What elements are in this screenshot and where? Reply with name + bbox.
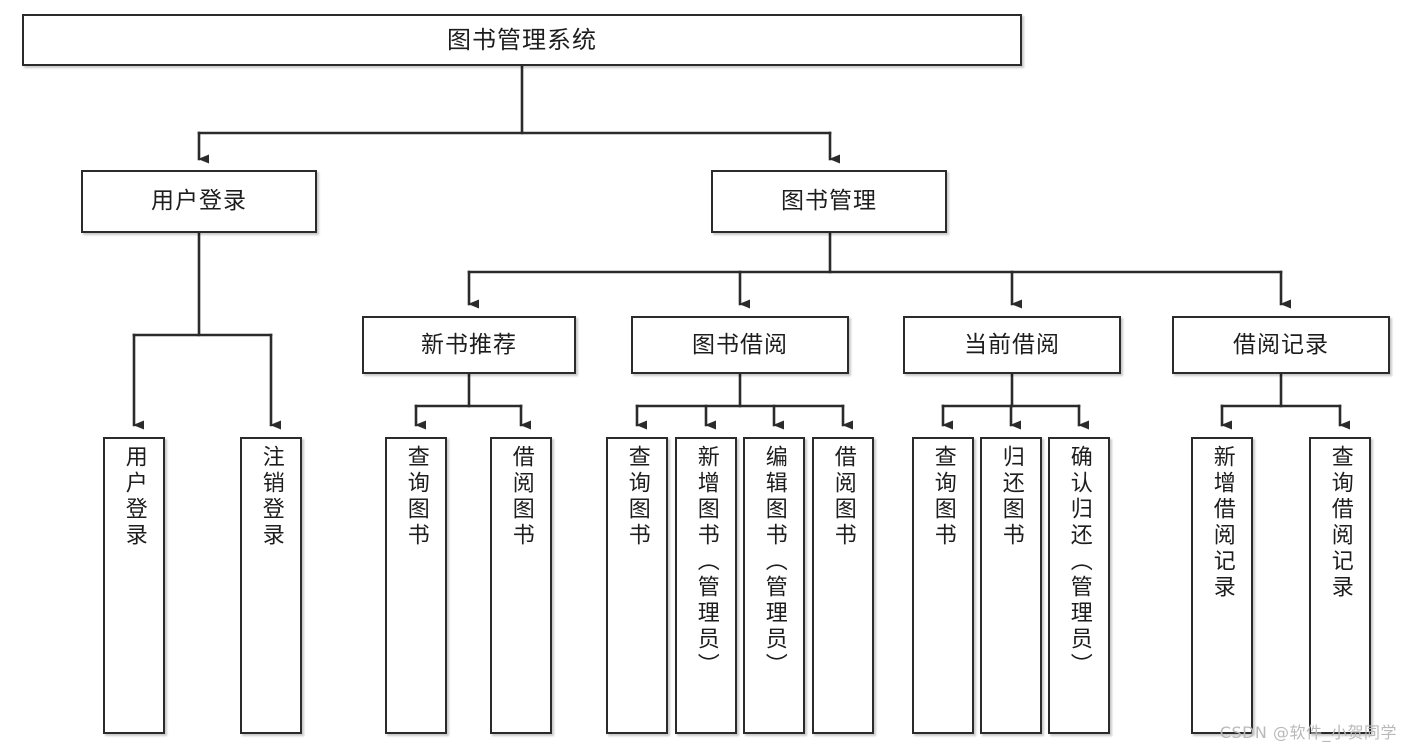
node-root[interactable]: 图书管理系统 [22, 14, 1022, 66]
node-current-borrow[interactable]: 当前借阅 [903, 316, 1121, 374]
node-leaf-return-book[interactable]: 归还图书 [980, 437, 1042, 734]
node-book-borrow[interactable]: 图书借阅 [631, 316, 849, 374]
node-leaf-confirm-return-label: 确认归还（管理员） [1066, 445, 1092, 679]
node-leaf-confirm-return[interactable]: 确认归还（管理员） [1048, 437, 1110, 734]
node-leaf-user-logout[interactable]: 注销登录 [240, 437, 302, 734]
node-leaf-return-book-label: 归还图书 [998, 445, 1024, 549]
node-user-login-label: 用户登录 [151, 188, 247, 215]
node-leaf-query-book-a[interactable]: 查询图书 [385, 437, 447, 734]
node-leaf-add-record[interactable]: 新增借阅记录 [1191, 437, 1253, 734]
node-leaf-user-login-label: 用户登录 [121, 445, 147, 549]
node-user-login[interactable]: 用户登录 [81, 170, 317, 233]
node-leaf-add-record-label: 新增借阅记录 [1209, 445, 1235, 601]
node-book-manage-label: 图书管理 [781, 188, 877, 215]
node-leaf-borrow-book-b[interactable]: 借阅图书 [812, 437, 874, 734]
node-leaf-borrow-book-a[interactable]: 借阅图书 [490, 437, 552, 734]
node-leaf-edit-book[interactable]: 编辑图书（管理员） [743, 437, 805, 734]
node-book-manage[interactable]: 图书管理 [711, 170, 947, 233]
node-leaf-query-book-b[interactable]: 查询图书 [606, 437, 668, 734]
node-root-label: 图书管理系统 [447, 26, 597, 54]
node-borrow-record[interactable]: 借阅记录 [1172, 316, 1390, 374]
node-leaf-query-record-label: 查询借阅记录 [1327, 445, 1353, 601]
node-leaf-borrow-book-a-label: 借阅图书 [508, 445, 534, 549]
node-book-borrow-label: 图书借阅 [692, 331, 788, 358]
node-leaf-edit-book-label: 编辑图书（管理员） [761, 445, 787, 679]
node-leaf-add-book[interactable]: 新增图书（管理员） [675, 437, 737, 734]
node-leaf-user-logout-label: 注销登录 [258, 445, 284, 549]
node-new-book-recommend-label: 新书推荐 [421, 331, 517, 358]
node-leaf-borrow-book-b-label: 借阅图书 [830, 445, 856, 549]
node-leaf-query-book-c-label: 查询图书 [930, 445, 956, 549]
node-leaf-user-login[interactable]: 用户登录 [103, 437, 165, 734]
node-borrow-record-label: 借阅记录 [1233, 331, 1329, 358]
node-leaf-query-book-b-label: 查询图书 [624, 445, 650, 549]
node-leaf-query-record[interactable]: 查询借阅记录 [1309, 437, 1371, 734]
node-current-borrow-label: 当前借阅 [964, 331, 1060, 358]
node-leaf-add-book-label: 新增图书（管理员） [693, 445, 719, 679]
node-new-book-recommend[interactable]: 新书推荐 [362, 316, 576, 374]
node-leaf-query-book-a-label: 查询图书 [403, 445, 429, 549]
node-leaf-query-book-c[interactable]: 查询图书 [912, 437, 974, 734]
